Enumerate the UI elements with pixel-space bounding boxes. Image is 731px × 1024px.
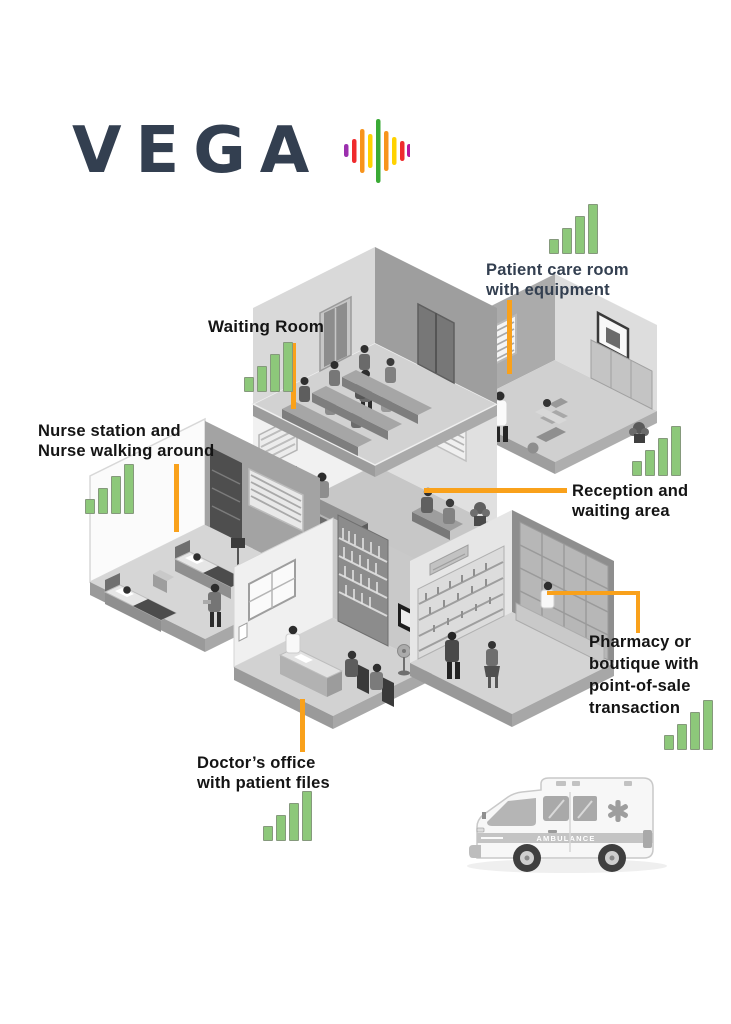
nurse-figure	[203, 583, 221, 627]
ac-unit	[429, 544, 469, 576]
patient-head	[193, 553, 201, 561]
label-line: Waiting Room	[208, 317, 325, 336]
callout-line-doctors-office	[300, 699, 305, 752]
label-line: Patient care room	[486, 261, 629, 279]
wheel	[513, 844, 541, 872]
audio-wave-icon	[344, 119, 410, 183]
label-line: with equipment	[486, 281, 610, 299]
label-pharmacy: Pharmacy or boutique with point-of-sale …	[589, 631, 699, 719]
ambulance-text: AMBULANCE	[536, 834, 595, 843]
label-line: Pharmacy or	[589, 633, 692, 651]
front-bumper	[469, 845, 481, 858]
supply-cabinet	[210, 447, 242, 543]
label-waiting-room: Waiting Room	[208, 317, 324, 337]
pharmacy-shelves	[417, 545, 505, 660]
label-patient-care-room: Patient care room with equipment	[486, 260, 629, 300]
chair-row	[342, 345, 432, 424]
callout-line-reception	[424, 488, 567, 493]
plant	[470, 502, 490, 526]
shutter-window	[248, 467, 304, 533]
patient-head	[543, 399, 551, 407]
bedside-cabinet	[153, 570, 174, 593]
signal-bars-icon	[263, 791, 312, 841]
callout-line-nurse-station	[174, 464, 179, 532]
callout-line-pharmacy	[547, 591, 640, 633]
room-waiting	[251, 247, 499, 477]
wheel	[598, 844, 626, 872]
label-nurse-station: Nurse station and Nurse walking around	[38, 421, 214, 461]
vega-logo-text: VEGA	[72, 114, 323, 188]
plant	[629, 422, 649, 443]
signal-bars-icon	[549, 204, 598, 254]
cabinets	[590, 339, 653, 410]
patient-figure	[345, 650, 369, 694]
customer-figure	[484, 641, 500, 688]
label-doctors-office: Doctor’s office with patient files	[197, 753, 330, 793]
headlight	[476, 827, 485, 833]
room-doctors-office	[233, 514, 432, 729]
hospital-bed	[103, 573, 178, 632]
pos-counter	[515, 602, 605, 665]
signal-bars-icon	[632, 426, 681, 476]
signal-bars-icon	[85, 464, 134, 514]
room-patient-care	[453, 274, 657, 474]
treatment-chair	[535, 398, 568, 442]
patient-head	[123, 586, 131, 594]
waiting-bench	[412, 487, 463, 540]
label-line: point-of-sale	[589, 677, 691, 695]
callout-line-patient-care	[507, 300, 512, 374]
star-of-life-icon	[607, 800, 629, 822]
door	[319, 295, 352, 373]
elevator-doors	[417, 302, 455, 385]
doctor-desk	[278, 647, 344, 697]
label-reception: Reception and waiting area	[572, 481, 688, 521]
stool	[527, 442, 539, 454]
small-frame	[238, 622, 248, 642]
label-line: waiting area	[572, 502, 670, 520]
label-line: Doctor’s office	[197, 754, 316, 772]
callout-line-waiting-room	[291, 343, 296, 409]
doctor-figure	[285, 625, 301, 654]
room-pharmacy	[410, 510, 614, 727]
signal-bars-icon	[664, 700, 713, 750]
customer-figure	[445, 631, 460, 679]
ambulance-stripe	[477, 833, 653, 843]
label-line: Reception and	[572, 482, 689, 500]
windshield	[487, 798, 536, 826]
office-window	[248, 558, 296, 622]
label-line: with patient files	[197, 774, 330, 792]
patient-files-shelf	[337, 514, 389, 647]
fan	[397, 644, 411, 676]
signal-bars-icon	[244, 342, 293, 392]
label-line: boutique with	[589, 655, 699, 673]
mirror	[482, 812, 486, 819]
vega-logo: VEGA	[72, 114, 410, 188]
patient-figure	[370, 663, 394, 707]
label-line: transaction	[589, 699, 681, 717]
label-line: Nurse walking around	[38, 442, 215, 460]
label-line: Nurse station and	[38, 422, 181, 440]
ambulance: AMBULANCE	[467, 777, 667, 873]
